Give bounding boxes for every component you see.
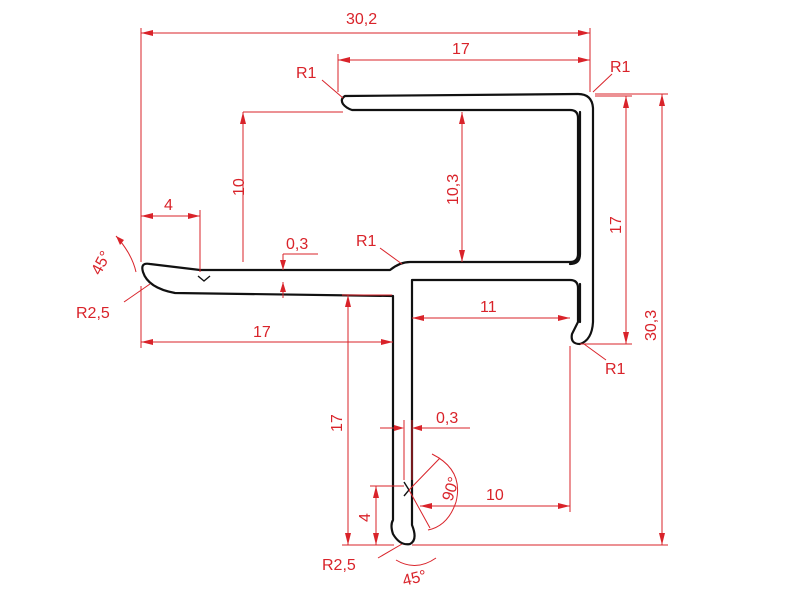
dim-step-radius-label: R1 [356,233,377,250]
dim-cavity-width-label: 11 [480,299,497,316]
dim-base-to-hook: 10 [420,346,571,512]
dim-inner-height: 10 [231,111,343,262]
dim-angle-left-label: 45° [89,249,115,278]
dim-cavity-height: 10,3 [445,112,465,262]
dim-groove-bottom: 0,3 [380,410,470,480]
dim-groove-bottom-label: 0,3 [436,410,458,427]
dim-top-flange-label: 17 [452,41,470,58]
dim-left-tip-radius-label: R2,5 [76,305,110,322]
dim-angle-bottom: 45° [395,557,437,590]
dim-angle-right-label: 90° [440,475,464,503]
dim-leg-tip-height-label: 4 [357,513,374,522]
dim-top-left-radius-label: R1 [296,65,317,82]
dim-bottom-tip-radius-label: R2,5 [322,557,356,574]
dim-inner-height-label: 10 [231,178,248,196]
dim-overall-width-label: 30,2 [346,11,377,28]
dim-bottom-flange: 17 [140,286,393,348]
dim-overall-width: 30,2 [140,11,591,262]
dim-lip-width: 4 [141,197,201,272]
dim-cavity-width: 11 [412,299,570,321]
dim-angle-right: 90° [408,453,464,531]
dim-overall-height: 30,3 [412,93,668,546]
left-groove [197,275,211,282]
dim-top-right-radius: R1 [592,59,631,93]
dim-groove-left: 0,3 [280,236,318,298]
dim-top-right-radius-label: R1 [610,59,631,76]
dim-lip-width-label: 4 [164,197,173,214]
dim-step-radius: R1 [356,233,403,265]
dim-right-leg-label: 17 [608,216,625,234]
dim-left-tip-radius: R2,5 [76,283,151,322]
dim-top-flange: 17 [337,41,590,92]
dim-right-leg: 17 [580,95,632,345]
dim-top-left-radius: R1 [296,65,344,99]
dim-angle-left: 45° [89,235,137,278]
dim-leg-tip-height: 4 [357,485,404,545]
dim-vertical-leg: 17 [329,294,394,546]
dim-groove-left-label: 0,3 [286,236,308,253]
profile-outline [141,92,595,546]
dim-bottom-tip-radius: R2,5 [322,543,403,574]
dim-hook-radius: R1 [583,343,626,378]
dim-bottom-flange-label: 17 [253,324,271,341]
dim-vertical-leg-label: 17 [329,414,346,432]
dim-angle-bottom-label: 45° [401,568,429,590]
dim-overall-height-label: 30,3 [643,310,660,341]
profile-body [141,92,595,546]
dim-cavity-height-label: 10,3 [445,174,462,205]
web-inner-line [568,110,582,266]
dim-base-to-hook-label: 10 [486,487,504,504]
dim-hook-radius-label: R1 [605,361,626,378]
